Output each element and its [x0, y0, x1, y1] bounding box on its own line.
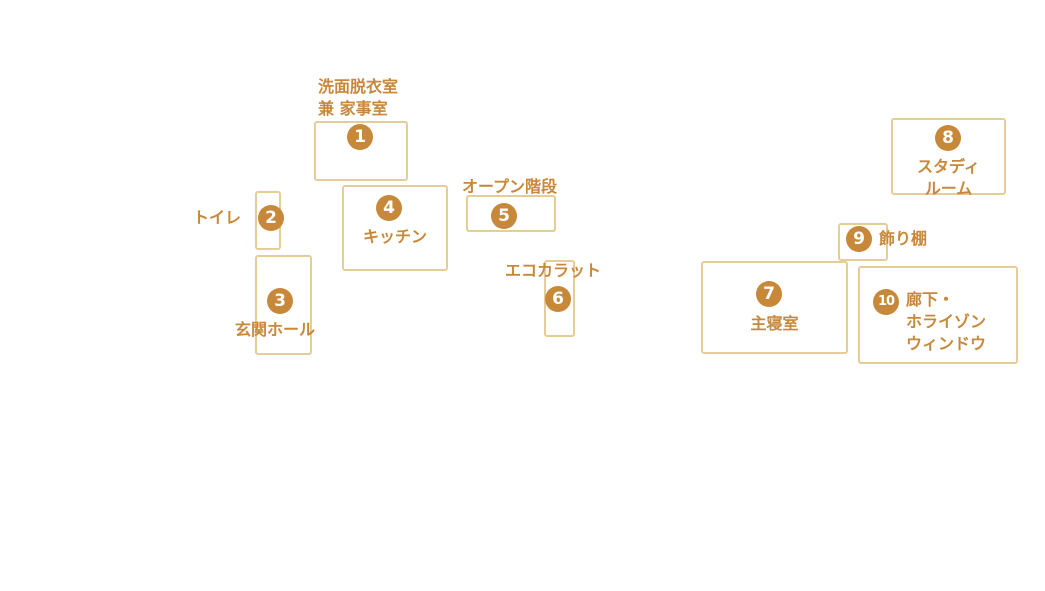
room-8-label: スタディ ルーム	[917, 157, 980, 198]
room-8-number-badge: 8	[935, 125, 961, 151]
room-7-number-badge: 7	[756, 281, 782, 307]
room-7-box	[701, 261, 848, 354]
room-4-number-badge: 4	[376, 195, 402, 221]
room-1-label: 洗面脱衣室 兼 家事室	[318, 77, 399, 118]
room-1-number-badge: 1	[347, 124, 373, 150]
room-3-label: 玄関ホール	[235, 320, 316, 339]
room-10-box	[858, 266, 1018, 364]
room-2-label: トイレ	[193, 208, 242, 227]
room-10-label: 廊下・ ホライゾン ウィンドウ	[906, 290, 987, 353]
room-5-label: オープン階段	[462, 177, 558, 196]
room-7-label: 主寝室	[750, 314, 799, 333]
room-3-number-badge: 3	[267, 288, 293, 314]
room-9-number-badge: 9	[846, 226, 872, 252]
room-2-number-badge: 2	[258, 205, 284, 231]
room-4-label: キッチン	[362, 227, 427, 246]
room-4-box	[342, 185, 448, 271]
room-9-label: 飾り棚	[879, 229, 928, 248]
room-10-number-badge: 10	[873, 289, 899, 315]
room-5-number-badge: 5	[491, 203, 517, 229]
room-6-number-badge: 6	[545, 286, 571, 312]
room-6-label: エコカラット	[505, 261, 602, 280]
